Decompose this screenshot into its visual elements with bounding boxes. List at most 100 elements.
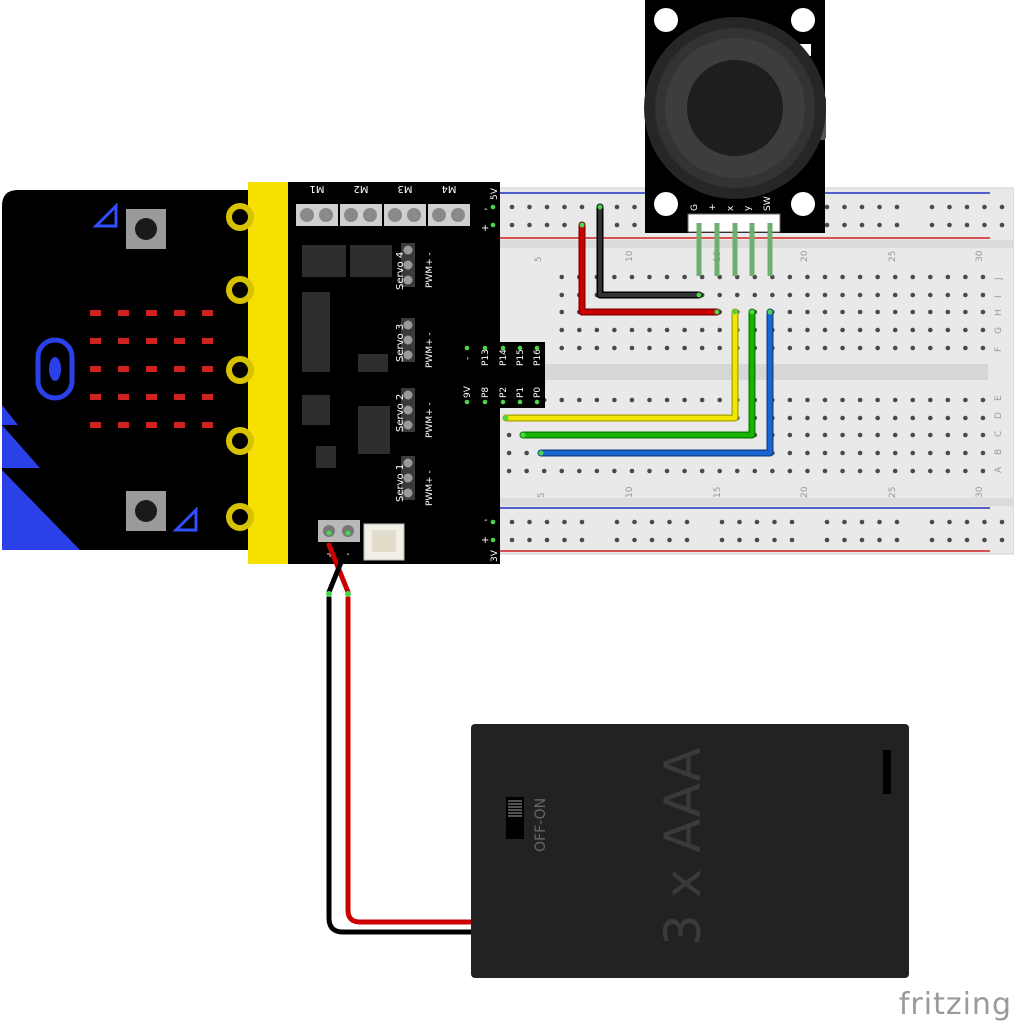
breadboard-hole [789, 537, 795, 543]
breadboard-hole [910, 292, 916, 298]
breadboard-hole [734, 292, 740, 298]
gpio-label: 9V [463, 385, 473, 398]
led [146, 338, 157, 344]
breadboard-hole [859, 537, 865, 543]
breadboard-hole [840, 292, 845, 298]
breadboard-hole [577, 468, 582, 474]
breadboard-hole [787, 415, 793, 421]
breadboard-hole [787, 345, 793, 351]
breadboard-hole [892, 397, 898, 403]
breadboard-hole [892, 450, 898, 456]
breadboard-hole [840, 468, 845, 474]
col-number-bottom: 20 [800, 486, 810, 498]
breadboard-hole [892, 468, 898, 474]
breadboard-hole [717, 292, 722, 298]
wire-battery-black [326, 595, 475, 935]
breadboard-hole [894, 519, 900, 525]
breadboard-hole [945, 415, 951, 421]
led [90, 310, 101, 316]
breadboard-hole [629, 274, 635, 280]
switch-label: OFF-ON [533, 798, 549, 852]
breadboard-hole [629, 468, 635, 474]
motor-label-m3: M3 [398, 183, 413, 194]
joystick-pin-label: y [743, 205, 753, 211]
servo-label-1: Servo 1 [395, 464, 406, 502]
breadboard-hole [945, 468, 951, 474]
wire-black-ground [598, 205, 701, 297]
breadboard-hole [506, 468, 512, 474]
breadboard-hole [928, 415, 933, 421]
gpio-label: P16 [533, 349, 543, 366]
col-number-top: 20 [800, 250, 810, 262]
battery-case [471, 724, 909, 978]
breadboard-hole [544, 519, 550, 525]
servo-header-4 [401, 243, 415, 287]
breadboard-hole [875, 432, 880, 438]
breadboard-hole [892, 345, 898, 351]
servo-label-3: Servo 3 [395, 324, 406, 362]
breadboard-hole [910, 327, 916, 333]
breadboard-hole [875, 397, 880, 403]
breadboard-hole [963, 415, 968, 421]
motor-driver-board: M1 M2 M3 M4 5V - + Servo 4 [288, 182, 545, 564]
breadboard-hole [562, 222, 567, 228]
breadboard-hole [805, 345, 810, 351]
breadboard-hole [875, 345, 880, 351]
led [202, 394, 213, 400]
power-switch[interactable] [506, 797, 524, 839]
breadboard-hole [963, 292, 968, 298]
breadboard-hole [664, 397, 670, 403]
breadboard-hole [822, 292, 828, 298]
breadboard-hole [667, 537, 672, 543]
breadboard-hole [579, 519, 585, 525]
breadboard-hole [787, 309, 793, 315]
breadboard-hole [527, 204, 532, 210]
breadboard-hole [805, 327, 810, 333]
breadboard-hole [857, 450, 863, 456]
breadboard-hole [947, 222, 952, 228]
led-matrix [90, 310, 213, 428]
row-letter: G [994, 327, 1004, 334]
breadboard-hole [699, 468, 705, 474]
breadboard-hole [875, 468, 880, 474]
breadboard-hole [875, 450, 880, 456]
gpio-label: P13 [481, 349, 491, 366]
breadboard-hole [737, 537, 742, 543]
breadboard-hole [509, 204, 515, 210]
breadboard-hole [929, 222, 935, 228]
breadboard-hole [892, 274, 898, 280]
breadboard-hole [840, 327, 845, 333]
servo-label-4: Servo 4 [395, 252, 406, 290]
breadboard-hole [999, 204, 1005, 210]
breadboard-hole [664, 345, 670, 351]
breadboard-hole [544, 222, 550, 228]
gpio-label: P8 [481, 387, 491, 398]
breadboard-hole [629, 345, 635, 351]
joystick-thumb-cap[interactable] [687, 60, 783, 156]
breadboard-hole [699, 327, 705, 333]
breadboard-hole [562, 204, 567, 210]
led [174, 394, 185, 400]
breadboard-hole [840, 397, 845, 403]
breadboard-hole [840, 274, 845, 280]
col-number-top: 25 [888, 251, 898, 262]
breadboard-hole [877, 519, 882, 525]
breadboard-hole [980, 309, 986, 315]
breadboard-hole [982, 537, 987, 543]
breadboard-hole [928, 274, 933, 280]
breadboard-hole [875, 274, 880, 280]
breadboard-hole [612, 327, 617, 333]
led [118, 366, 129, 372]
led [118, 422, 129, 428]
breadboard-hole [682, 274, 687, 280]
breadboard-hole [963, 327, 968, 333]
breadboard-hole [647, 274, 652, 280]
led [118, 310, 129, 316]
breadboard-hole [980, 450, 986, 456]
breadboard-hole [859, 222, 865, 228]
breadboard-hole [649, 519, 655, 525]
led [174, 422, 185, 428]
breadboard-hole [928, 345, 933, 351]
breadboard-hole [612, 397, 617, 403]
